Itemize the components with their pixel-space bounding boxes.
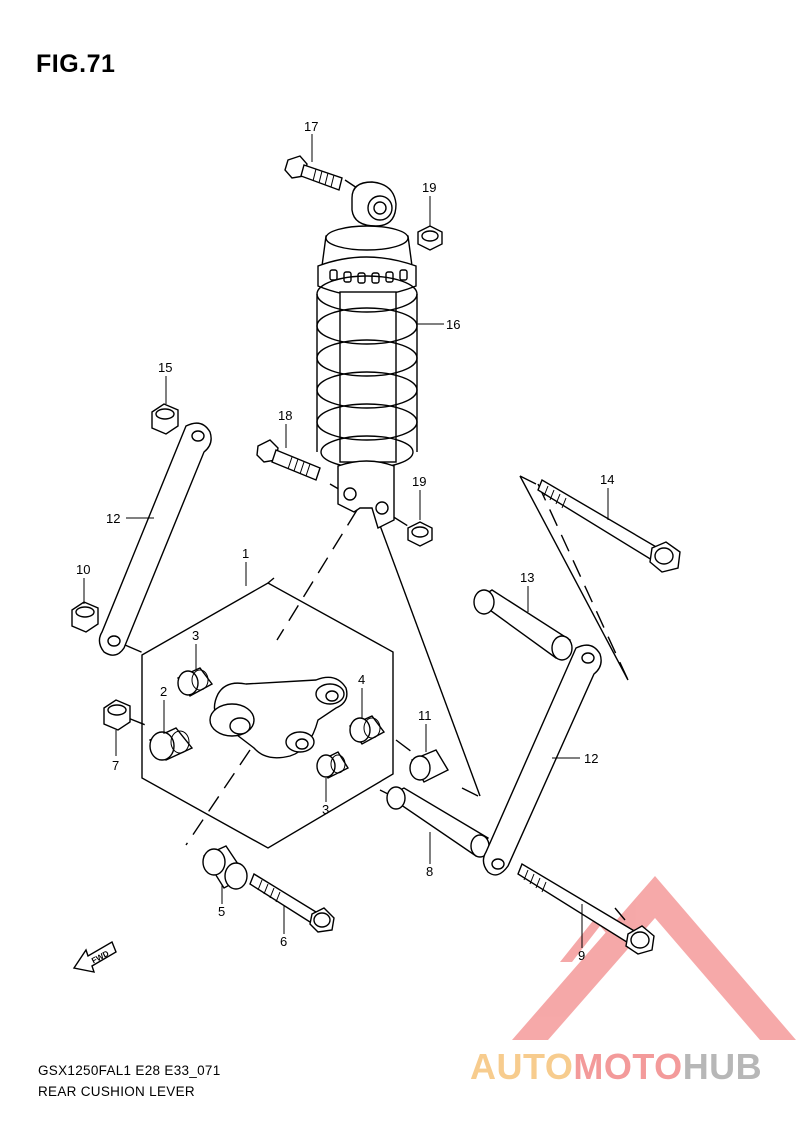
callout-19-upper: 19 — [422, 180, 436, 195]
section-name: REAR CUSHION LEVER — [38, 1084, 195, 1099]
callout-16: 16 — [446, 317, 460, 332]
callout-6: 6 — [280, 934, 287, 949]
part-1-cushion-lever — [209, 676, 348, 759]
part-2-bearing — [148, 727, 194, 761]
part-16-shock-absorber — [316, 181, 418, 529]
part-5-spacer — [202, 845, 248, 890]
part-9-bolt — [517, 862, 655, 955]
watermark-logo: AUTOMOTOHUB — [470, 1046, 762, 1088]
callout-8: 8 — [426, 864, 433, 879]
part-4-bearing — [348, 715, 386, 745]
part-7-nut — [103, 699, 131, 731]
part-10-nut — [71, 601, 99, 633]
callout-1: 1 — [242, 546, 249, 561]
watermark-triangle — [512, 876, 796, 1040]
callout-10: 10 — [76, 562, 90, 577]
callout-12-right: 12 — [584, 751, 598, 766]
callout-14: 14 — [600, 472, 614, 487]
watermark-auto: AUTO — [470, 1046, 574, 1087]
part-14-bolt — [537, 478, 681, 573]
watermark-hub: HUB — [682, 1046, 763, 1087]
leader-lines — [83, 134, 609, 948]
callout-7: 7 — [112, 758, 119, 773]
part-13-spacer — [473, 589, 573, 661]
figure-title: FIG.71 — [36, 50, 116, 78]
part-11-spacer — [409, 749, 449, 783]
part-6-bolt — [249, 872, 335, 933]
part-17-bolt — [284, 155, 343, 191]
callout-labels: 17 19 16 15 18 19 14 12 1 10 13 3 2 4 7 … — [76, 119, 614, 963]
part-18-bolt — [256, 439, 321, 481]
callout-3-lower: 3 — [322, 802, 329, 817]
part-8-spacer — [386, 786, 490, 858]
part-19-nut-upper — [417, 225, 443, 251]
spring-coils — [316, 275, 418, 469]
part-3-bearing-lower — [316, 751, 350, 779]
fwd-arrow-icon: FWD — [72, 940, 117, 973]
part-12-link-rod-left — [98, 422, 212, 656]
callout-2: 2 — [160, 684, 167, 699]
callout-19-lower: 19 — [412, 474, 426, 489]
watermark-moto: MOTO — [573, 1046, 683, 1087]
callout-15: 15 — [158, 360, 172, 375]
lever-assembly-box — [141, 577, 394, 849]
callout-3-upper: 3 — [192, 628, 199, 643]
callout-9: 9 — [578, 948, 585, 963]
model-code: GSX1250FAL1 E28 E33_071 — [38, 1063, 221, 1078]
part-12-link-rod-right — [482, 644, 602, 876]
part-19-nut-lower — [407, 521, 433, 547]
part-15-nut — [151, 403, 179, 435]
callout-17: 17 — [304, 119, 318, 134]
callout-18: 18 — [278, 408, 292, 423]
callout-4: 4 — [358, 672, 365, 687]
assembly-lines — [124, 179, 629, 921]
callout-5: 5 — [218, 904, 225, 919]
callout-12-left: 12 — [106, 511, 120, 526]
callout-13: 13 — [520, 570, 534, 585]
callout-11: 11 — [418, 708, 432, 723]
part-3-bearing-upper — [176, 667, 214, 697]
